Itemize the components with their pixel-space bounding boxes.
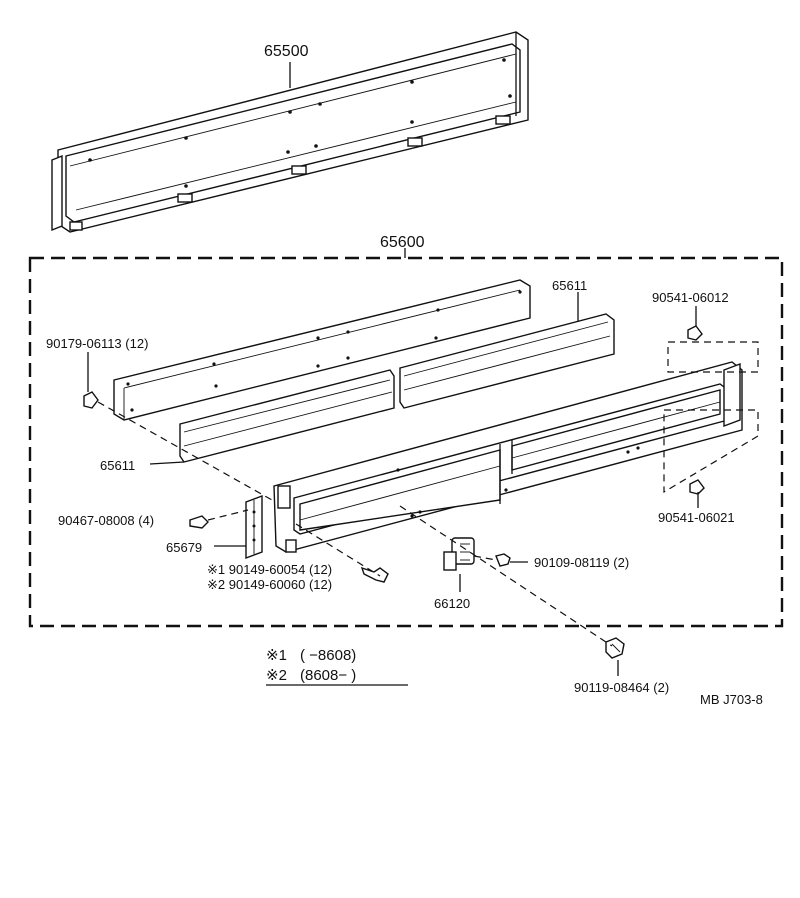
assembly-frame-65600 (28, 256, 784, 628)
note-1-range: ( −8608) (300, 647, 356, 664)
clip-90179-icon (83, 391, 99, 409)
clip-90467-icon (189, 515, 209, 529)
label-90149-1: ※1 90149-60054 (12) (207, 562, 332, 577)
label-90541-06021: 90541-06021 (658, 510, 735, 525)
label-65611-left: 65611 (100, 458, 135, 473)
label-90541-06012: 90541-06012 (652, 290, 729, 305)
note-2-range: (8608− ) (300, 667, 356, 684)
label-65500: 65500 (264, 43, 309, 60)
bracket-65679 (245, 494, 263, 560)
label-90109: 90109-08119 (2) (534, 555, 629, 570)
clip-90541-06021-icon (689, 479, 705, 495)
label-90119: 90119-08464 (2) (574, 680, 669, 695)
label-66120: 66120 (434, 596, 470, 611)
label-90149-2: ※2 90149-60060 (12) (207, 577, 332, 592)
rail-65611-left (179, 369, 395, 463)
label-65600: 65600 (380, 234, 425, 251)
label-65679: 65679 (166, 540, 202, 555)
note-1-mark: ※1 (266, 647, 287, 664)
label-90467: 90467-08008 (4) (58, 513, 154, 528)
note-2-mark: ※2 (266, 667, 287, 684)
drawing-code: MB J703-8 (700, 692, 763, 707)
bolt-90119-icon (605, 637, 625, 659)
clip-90541-06012-icon (687, 325, 703, 341)
latch-66120-icon (443, 537, 475, 571)
rail-65611-right (399, 313, 615, 409)
screw-90109-icon (495, 553, 511, 567)
label-65611-top: 65611 (552, 278, 587, 293)
bolt-90149-icon (360, 566, 389, 583)
inner-panel (113, 279, 531, 421)
side-panel-65500 (51, 31, 529, 233)
label-90179: 90179-06113 (12) (46, 336, 148, 351)
